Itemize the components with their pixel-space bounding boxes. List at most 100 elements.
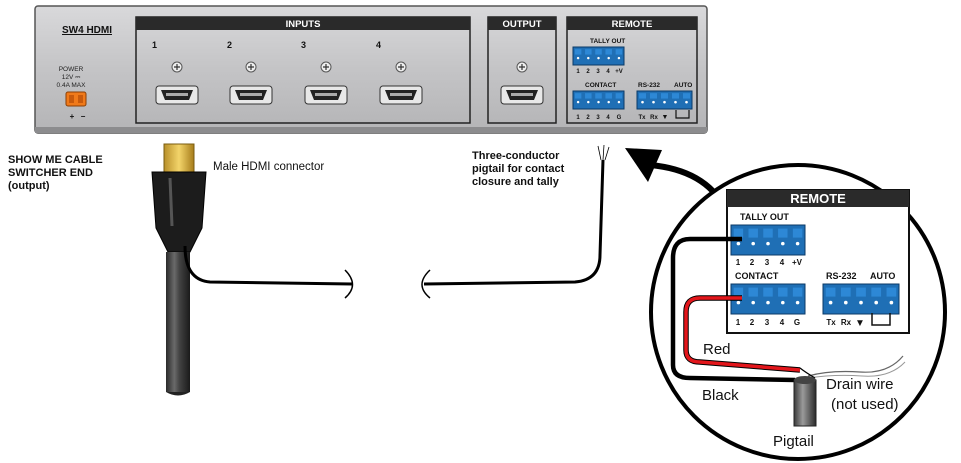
terminal-screw-icon [617,56,621,60]
device-rear-panel: SW4 HDMI POWER 12V ⎓ 0.4A MAX + − INPUTS… [34,5,708,134]
detail-tally-pin-label: 4 [780,258,785,267]
contact-label: CONTACT [585,82,616,89]
terminal-screw-icon [587,56,590,60]
detail-black-label: Black [702,387,739,404]
hdmi-input-port-4 [379,85,423,105]
terminal-slot [792,287,803,297]
terminal-slot [763,287,773,297]
terminal-slot [871,287,882,297]
detail-contact-pin-label: 4 [780,318,785,327]
screw-icon [516,61,528,73]
terminal-screw-icon [736,300,741,305]
rs232-label: RS-232 [638,82,660,89]
tally-out-label: TALLY OUT [590,38,625,45]
tally-pin-label: 1 [576,69,580,75]
detail-tally-pin-label: 3 [765,258,770,267]
detail-contact-pin-label: 2 [750,318,755,327]
auto-bracket [675,110,690,119]
terminal-slot [638,93,647,99]
output-section: OUTPUT [487,16,557,124]
hdmi-input-port-3 [304,85,348,105]
tally-pin-label: 4 [606,69,610,75]
terminal-slot [574,49,582,55]
detail-black-wire [670,236,796,383]
rs232-terminal [636,90,693,110]
detail-pigtail-label: Pigtail [773,433,814,450]
detail-remote-title: REMOTE [790,191,846,206]
detail-rs232-pin-rx: Rx [841,318,852,327]
contact-pin-labels: 1 2 3 4 G [576,115,621,121]
remote-section: REMOTE TALLY OUT 1 2 3 4 +V CONTACT 1 2 … [566,16,698,124]
detail-contact-pin-label: G [794,318,800,327]
terminal-slot [763,228,773,238]
detail-tally-pin-label: +V [792,258,803,267]
hdmi-input-port-1 [155,85,199,105]
terminal-slot [840,287,851,297]
terminal-screw-icon [843,300,848,305]
tally-pin-labels: 1 2 3 4 +V [576,69,622,75]
terminal-slot [595,49,602,55]
inputs-title: INPUTS [286,19,321,30]
tally-pin-label: +V [615,69,623,75]
detail-contact-pin-label: 1 [736,318,741,327]
pigtail-wire-segment [423,159,605,286]
input-number-2: 2 [227,40,232,50]
detail-rs232-label: RS-232 [826,271,857,281]
terminal-slot [748,228,758,238]
detail-ground-symbol-icon: ▼ [855,318,865,329]
terminal-slot [778,287,788,297]
tally-out-terminal [572,46,625,66]
terminal-screw-icon [828,300,833,305]
screw-icon [171,61,183,73]
terminal-slot [649,93,658,99]
terminal-slot [682,93,691,99]
detail-tally-pin-label: 1 [736,258,741,267]
terminal-screw-icon [781,241,785,246]
power-section: POWER 12V ⎓ 0.4A MAX + − [57,66,87,121]
terminal-screw-icon [587,100,590,104]
rs232-pin-tx: Tx [638,115,646,121]
input-number-4: 4 [376,40,381,50]
black-wire-segment [183,245,353,286]
terminal-screw-icon [652,100,655,104]
screw-icon [395,61,407,73]
input-number-1: 1 [152,40,157,50]
terminal-screw-icon [663,100,666,104]
detail-auto-label: AUTO [870,271,895,281]
remote-title: REMOTE [612,19,653,30]
model-label: SW4 HDMI [62,25,112,36]
detail-contact-pin-label: 3 [765,318,770,327]
terminal-slot [733,228,744,238]
terminal-slot [605,49,612,55]
detail-red-label: Red [703,341,731,358]
cable-end-line-2: SWITCHER END [8,167,93,179]
power-plus: + [70,112,75,121]
terminal-slot [585,49,592,55]
detail-drain-wire-label-2: (not used) [831,396,899,413]
pigtail-desc-line-3: closure and tally [472,176,560,188]
contact-pin-label: 4 [606,115,610,121]
detail-contact-terminal [730,283,806,315]
detail-auto-bracket [871,313,891,326]
terminal-slot [792,228,803,238]
terminal-slot [778,228,788,238]
terminal-slot [825,287,836,297]
detail-tally-out-terminal [730,224,806,256]
terminal-slot [574,93,582,99]
detail-red-wire [684,296,801,372]
pigtail-desc-line-1: Three-conductor [472,150,560,162]
detail-pigtail-sleeve [793,379,817,427]
pigtail-desc-line-2: pigtail for contact [472,163,565,175]
detail-drain-wire [807,355,904,377]
break-mark [344,269,354,299]
terminal-screw-icon [751,300,755,305]
arrow-head-icon [625,148,662,182]
terminal-screw-icon [751,241,755,246]
terminal-slot [660,93,669,99]
contact-pin-label: G [617,115,622,121]
cable-end-line-1: SHOW ME CABLE [8,154,103,166]
terminal-screw-icon [597,100,600,104]
terminal-slot [748,287,758,297]
contact-pin-label: 3 [596,115,600,121]
